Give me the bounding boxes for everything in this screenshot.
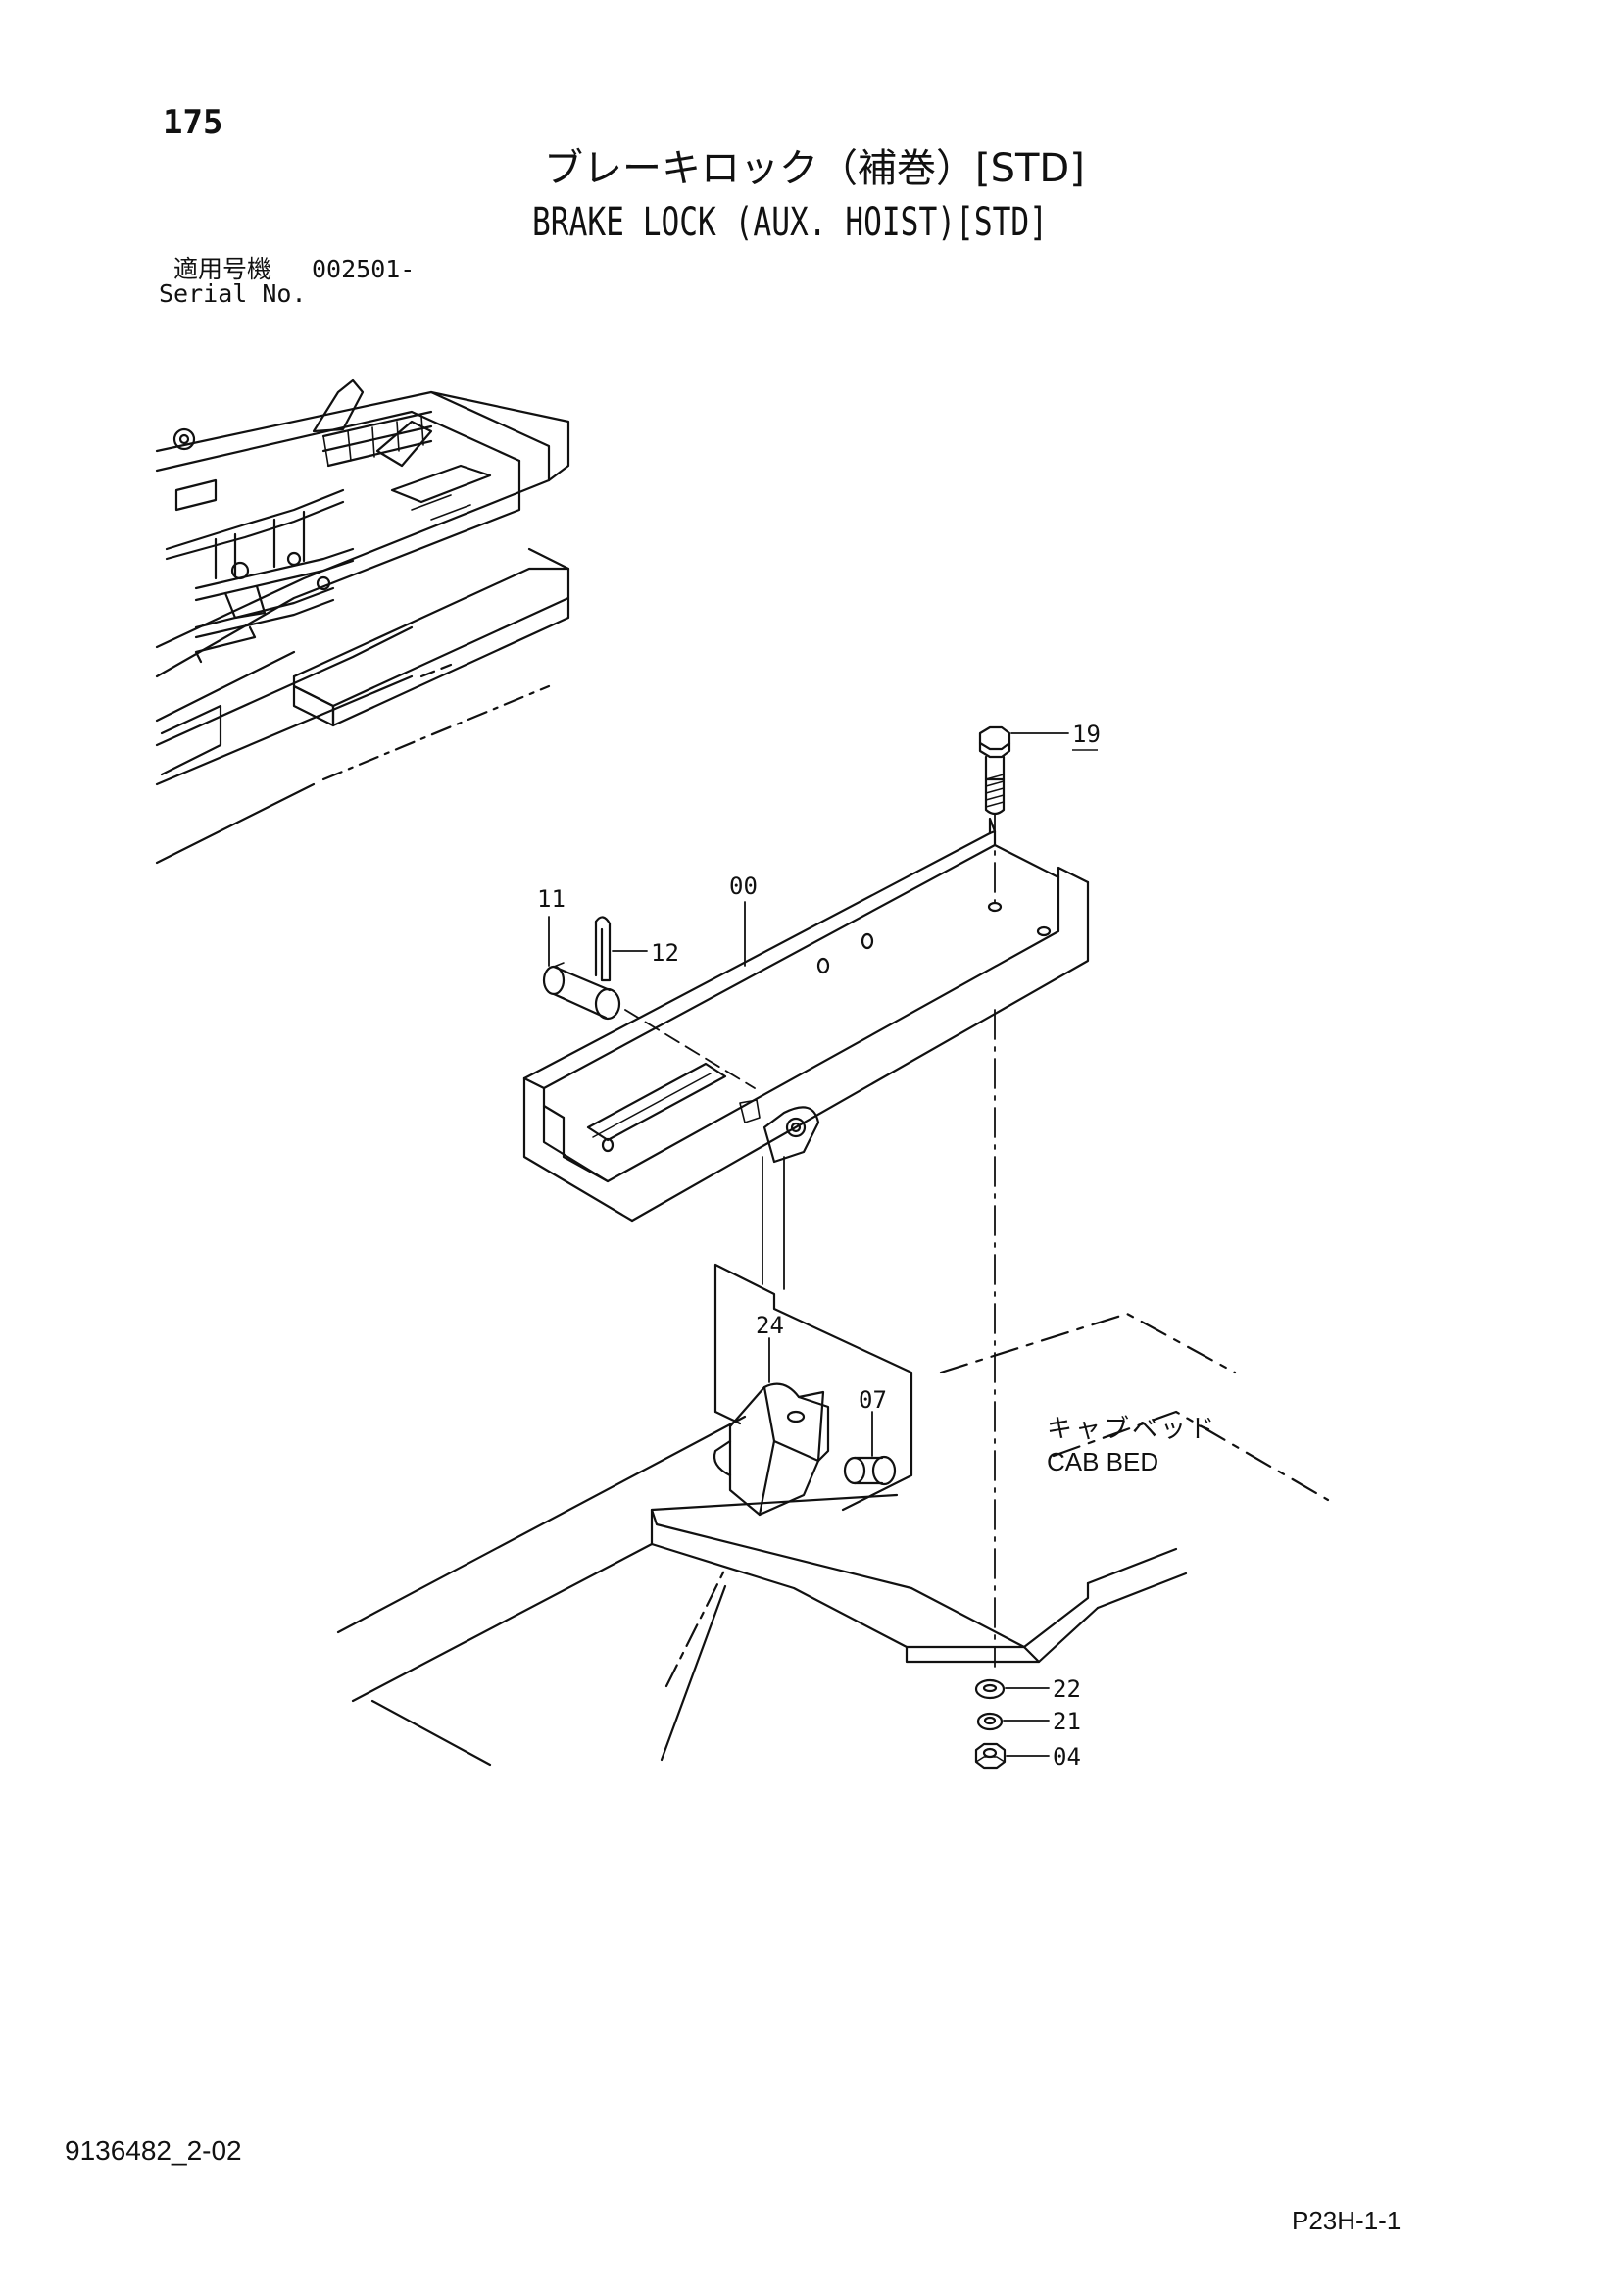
callout-00: 00 [729, 873, 758, 900]
inset-overview-illustration [155, 378, 570, 865]
callout-24: 24 [756, 1312, 784, 1339]
cab-bed-label-japanese: キャブベッド [1047, 1415, 1218, 1444]
callout-22: 22 [1053, 1675, 1081, 1703]
callout-04: 04 [1053, 1743, 1081, 1771]
block-part-24 [713, 1382, 830, 1517]
callout-19: 19 [1072, 721, 1101, 748]
serial-label-japanese: 適用号機 [173, 255, 272, 283]
serial-label-english: Serial No. [159, 279, 307, 308]
cab-bed-label-english: CAB BED [1047, 1447, 1159, 1476]
cab-bed-outline [336, 1312, 1330, 1767]
page-code: P23H-1-1 [1292, 2206, 1402, 2235]
document-code: 9136482_2-02 [65, 2135, 242, 2166]
callout-07: 07 [859, 1386, 887, 1414]
callout-leaders [548, 732, 1069, 1757]
lock-washer-part-21 [976, 1712, 1004, 1731]
title-japanese: ブレーキロック（補巻）[STD] [544, 146, 1085, 191]
callout-12: 12 [651, 939, 679, 967]
nut-part-04 [974, 1742, 1007, 1770]
page-number: 175 [163, 103, 223, 142]
title-english: BRAKE LOCK (AUX. HOIST)[STD] [532, 200, 1048, 245]
bushing-part-07 [843, 1455, 897, 1486]
serial-number-value: 002501- [312, 255, 416, 283]
pin-part-11 [542, 962, 621, 1021]
assembly-centerlines [624, 813, 996, 1668]
washer-part-22 [974, 1678, 1006, 1700]
callout-11: 11 [537, 885, 566, 913]
callout-21: 21 [1053, 1708, 1081, 1735]
bolt-part-19 [978, 725, 1011, 816]
cotter-pin-part-12 [594, 916, 612, 982]
